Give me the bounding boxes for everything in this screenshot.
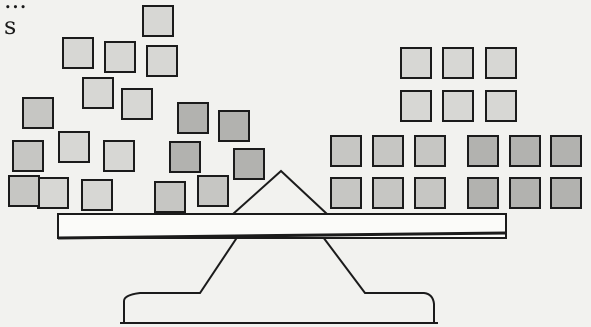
block-right [401,91,431,121]
right-blocks [331,48,581,208]
left-blocks [9,6,264,212]
block-right [486,48,516,78]
block-right [331,136,361,166]
block-right [468,178,498,208]
block-left [234,149,264,179]
block-right [510,136,540,166]
block-left [63,38,93,68]
block-left [178,103,208,133]
block-left [13,141,43,171]
block-left [143,6,173,36]
block-left [23,98,53,128]
block-left [38,178,68,208]
block-right [331,178,361,208]
block-right [551,136,581,166]
block-right [510,178,540,208]
block-left [82,180,112,210]
block-left [170,142,200,172]
block-left [9,176,39,206]
block-right [373,178,403,208]
block-right [468,136,498,166]
block-right [551,178,581,208]
block-left [219,111,249,141]
block-left [105,42,135,72]
block-left [198,176,228,206]
block-right [415,136,445,166]
block-left [104,141,134,171]
block-right [401,48,431,78]
block-right [415,178,445,208]
block-right [443,48,473,78]
block-right [443,91,473,121]
block-left [122,89,152,119]
block-right [486,91,516,121]
block-right [373,136,403,166]
block-left [59,132,89,162]
block-left [147,46,177,76]
scale-base [124,233,434,323]
block-left [83,78,113,108]
block-left [155,182,185,212]
